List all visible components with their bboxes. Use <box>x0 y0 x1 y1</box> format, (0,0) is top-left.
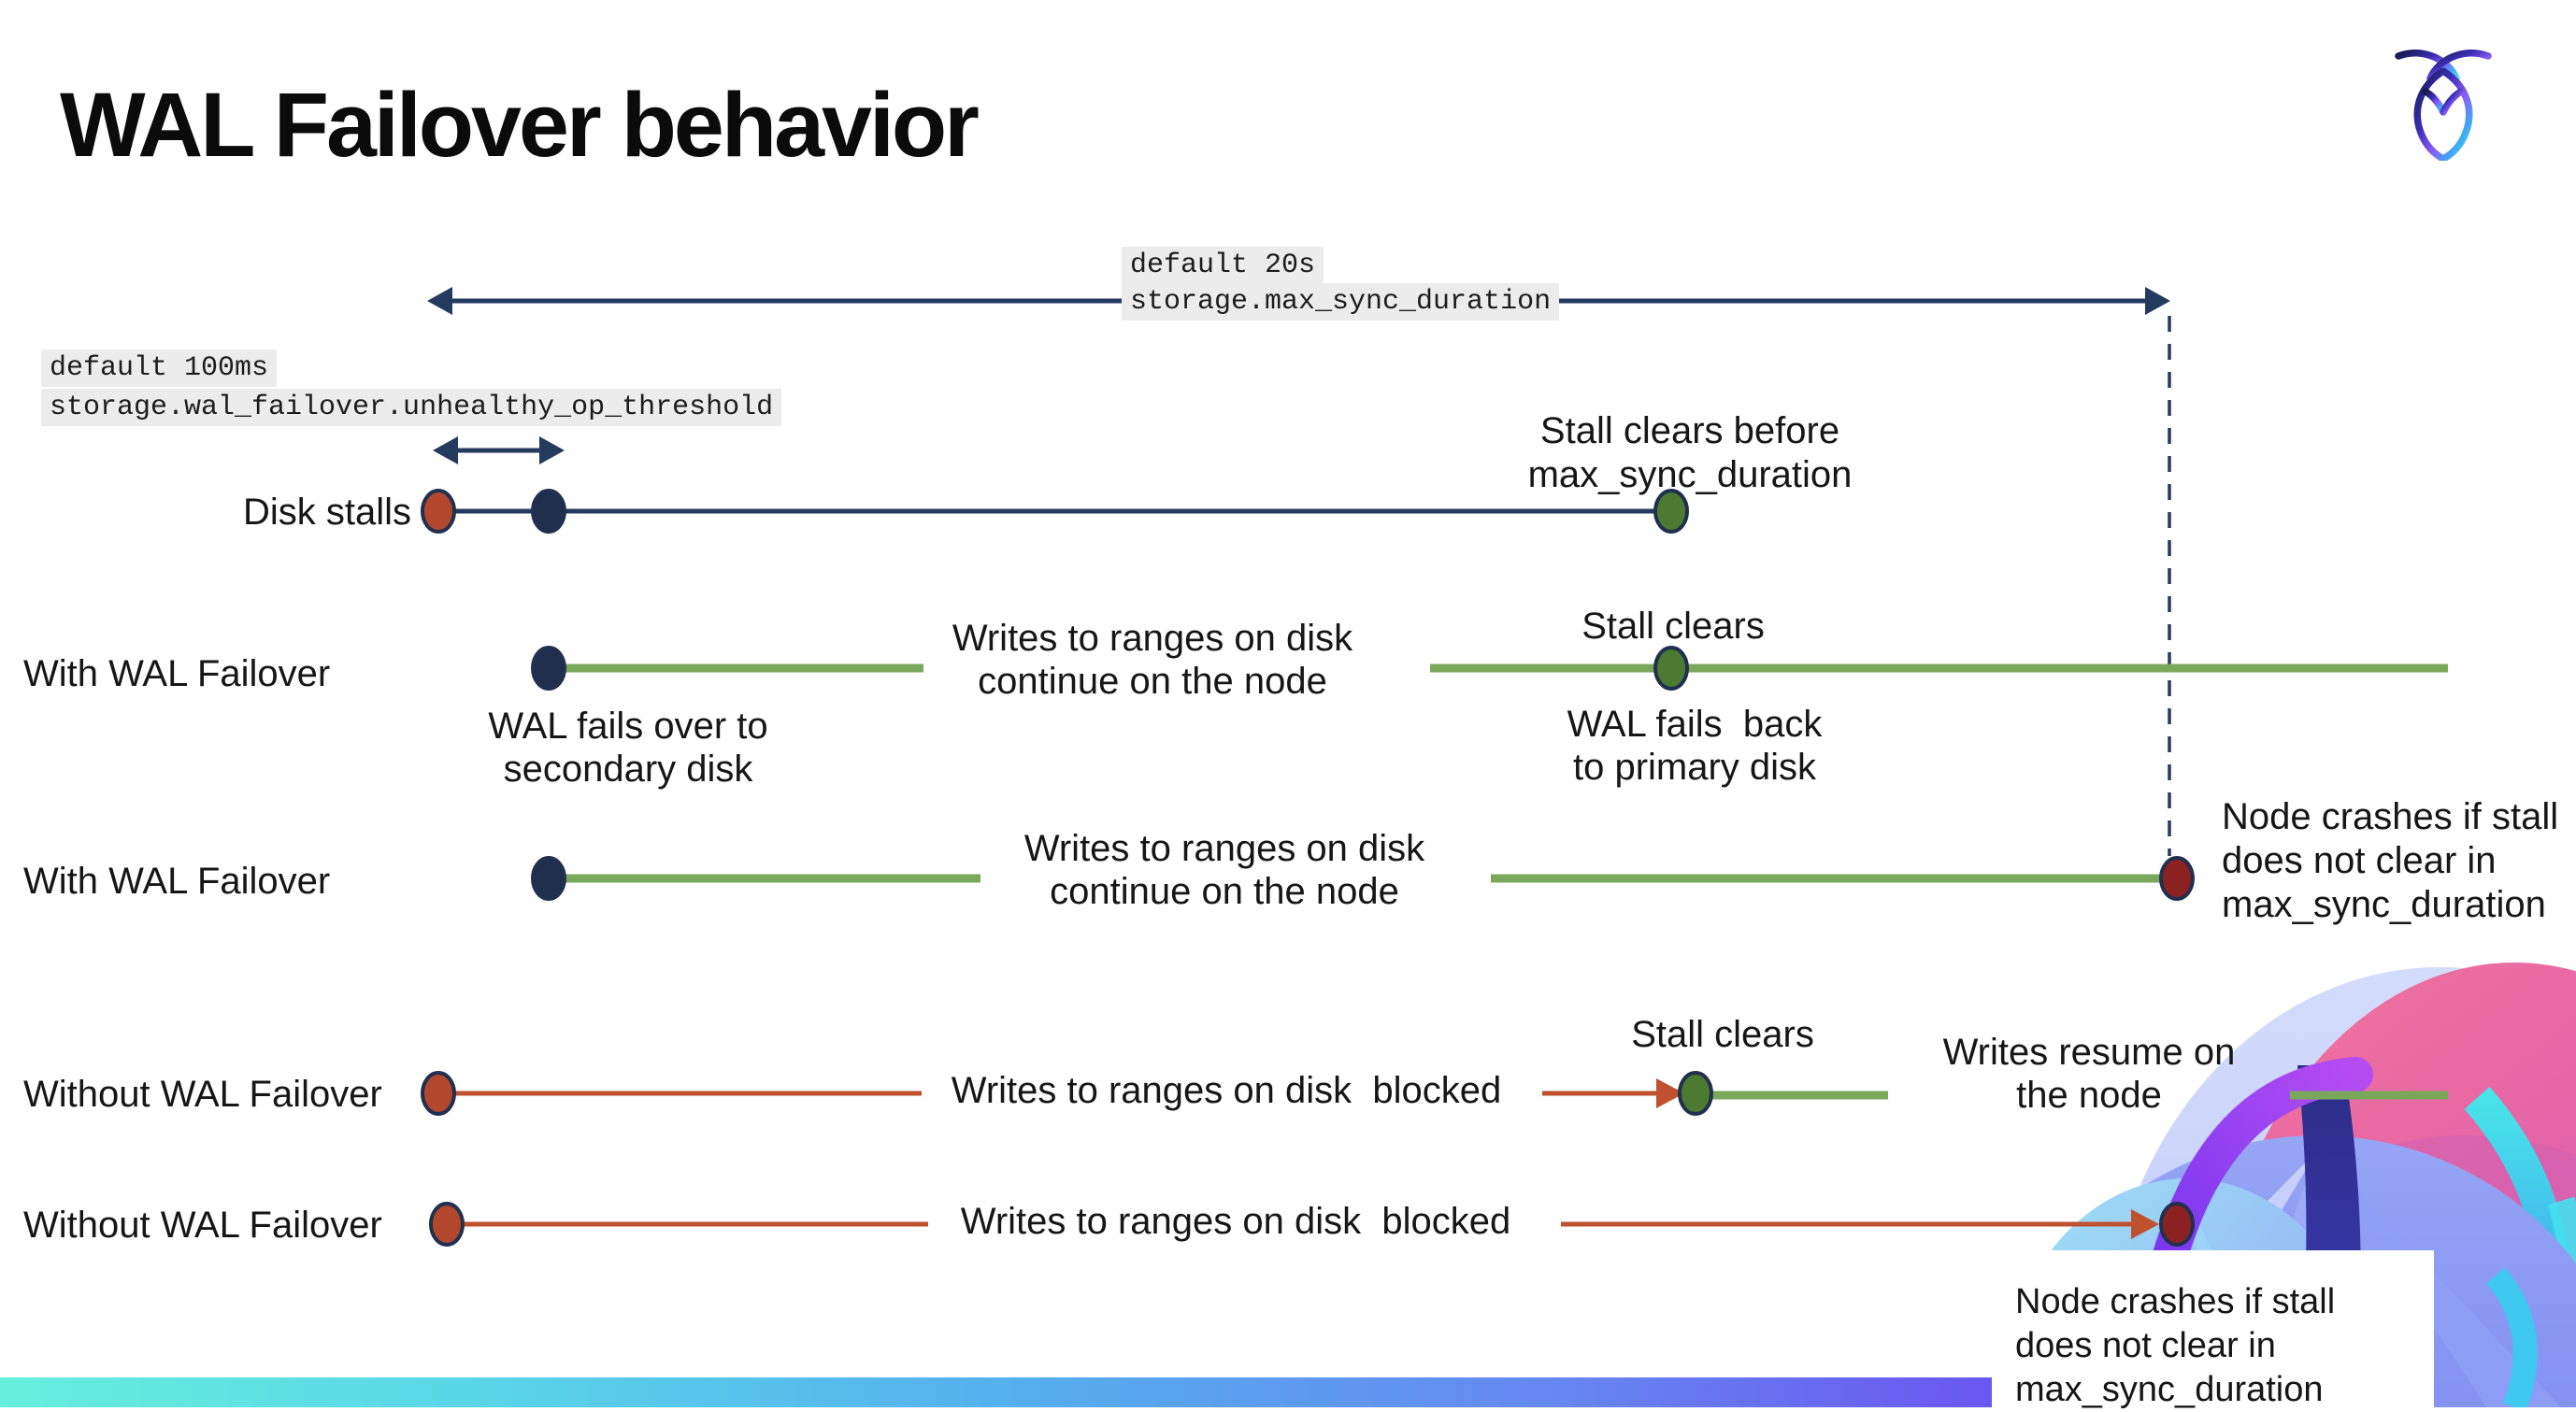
threshold-reached-dot <box>531 489 566 534</box>
row-label-without-wal-failover-2: Without WAL Failover <box>23 1205 382 1246</box>
unhealthy-op-threshold-arrow <box>433 436 565 464</box>
threshold-setting-text: storage.wal_failover.unhealthy_op_thresh… <box>41 389 782 426</box>
stall-clears-annotation-row4: Stall clears <box>1631 1014 1814 1055</box>
wal-fails-back-annotation: WAL fails back to primary disk <box>1567 704 1823 788</box>
row-label-with-wal-failover-1: With WAL Failover <box>23 653 331 694</box>
writes-continue-annotation-row3: Writes to ranges on disk continue on the… <box>1023 828 1425 912</box>
stall-clears-before-annotation: Stall clears before max_sync_duration <box>1527 410 1853 495</box>
stall-clears-dot-row1 <box>1653 489 1689 534</box>
row-label-disk-stalls: Disk stalls <box>242 492 411 533</box>
max-sync-default-text: default 20s <box>1122 247 1324 284</box>
node-crash-dot-row5 <box>2159 1202 2195 1247</box>
max-sync-setting-label: storage.max_sync_duration <box>1122 283 1560 321</box>
threshold-default-text: default 100ms <box>41 349 278 387</box>
node-crashes-annotation-row5: Node crashes if stall does not clear in … <box>2015 1282 2336 1409</box>
threshold-default-label: default 100ms <box>41 349 278 387</box>
writes-continue-annotation-row2: Writes to ranges on disk continue on the… <box>952 618 1353 702</box>
stall-clears-annotation-row2: Stall clears <box>1581 606 1765 647</box>
row-label-without-wal-failover-1: Without WAL Failover <box>23 1074 382 1115</box>
cockroach-labs-logo-icon <box>2395 49 2492 161</box>
threshold-setting-label: storage.wal_failover.unhealthy_op_thresh… <box>41 389 782 426</box>
stall-start-dot-row5 <box>429 1202 465 1247</box>
failover-dot-row3 <box>531 856 566 901</box>
max-sync-default-label: default 20s <box>1122 247 1324 284</box>
wal-fails-over-annotation: WAL fails over to secondary disk <box>488 706 768 790</box>
writes-blocked-annotation-row4: Writes to ranges on disk blocked <box>951 1070 1502 1111</box>
page-title: WAL Failover behavior <box>60 74 980 176</box>
row5-red-arrow <box>1561 1209 2159 1239</box>
node-crashes-callout-box: Node crashes if stall does not clear in … <box>1992 1250 2434 1409</box>
row4-red-arrow <box>1542 1078 1684 1108</box>
writes-resume-annotation: Writes resume on the node <box>1942 1032 2236 1116</box>
row-label-with-wal-failover-2: With WAL Failover <box>23 861 331 902</box>
failover-dot-row2 <box>531 646 566 691</box>
writes-blocked-annotation-row5: Writes to ranges on disk blocked <box>960 1201 1511 1242</box>
node-crashes-annotation-row3: Node crashes if stall does not clear in … <box>2222 796 2559 925</box>
node-crash-dot-row3 <box>2159 856 2195 901</box>
max-sync-setting-text: storage.max_sync_duration <box>1122 283 1560 321</box>
stall-clears-dot-row2 <box>1653 646 1689 691</box>
stall-clears-dot-row4 <box>1678 1071 1713 1116</box>
disk-stall-start-dot <box>421 489 456 534</box>
stall-start-dot-row4 <box>421 1071 456 1116</box>
